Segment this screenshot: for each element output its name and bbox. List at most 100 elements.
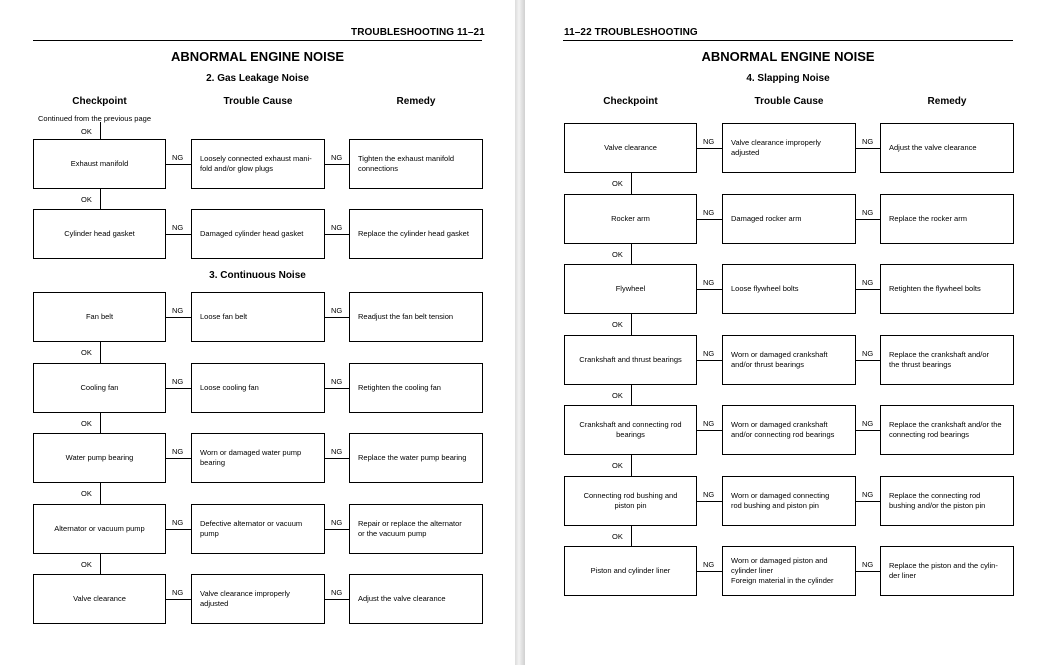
ok-connector: [631, 314, 632, 335]
remedy-text: Replace the cylinder head gasket: [358, 229, 469, 238]
ng-label: NG: [703, 349, 715, 358]
ok-connector: [631, 244, 632, 264]
ng-label: NG: [862, 490, 874, 499]
ng-label: NG: [862, 137, 874, 146]
checkpoint-text: Rocker arm: [611, 214, 650, 223]
trouble-cause-box: Worn or damaged crankshaft and/or connec…: [722, 405, 856, 455]
ok-connector: [100, 189, 101, 209]
ng-connector: [856, 430, 880, 431]
ng-connector: [856, 360, 880, 361]
trouble-cause-box: Damaged cylinder head gasket: [191, 209, 325, 259]
remedy-box: Retighten the cooling fan: [349, 363, 483, 413]
trouble-cause-text: Worn or damaged water pump bearing: [200, 448, 302, 467]
ok-connector: [631, 455, 632, 476]
ng-label: NG: [862, 349, 874, 358]
trouble-cause-text: Damaged rocker arm: [731, 214, 802, 223]
checkpoint-box: Exhaust manifold: [33, 139, 166, 189]
remedy-text: Replace the crankshaft and/or the thrust…: [889, 350, 990, 369]
remedy-box: Replace the rocker arm: [880, 194, 1014, 244]
ng-label: NG: [703, 419, 715, 428]
ok-connector: [631, 385, 632, 405]
ng-connector: [166, 164, 191, 165]
ng-label: NG: [172, 377, 184, 386]
ok-label: OK: [81, 127, 92, 136]
remedy-text: Replace the piston and the cylin- der li…: [889, 561, 998, 580]
checkpoint-text: Fan belt: [85, 312, 114, 321]
remedy-box: Replace the water pump bearing: [349, 433, 483, 483]
checkpoint-text: Valve clearance: [604, 143, 657, 152]
ng-connector: [325, 317, 349, 318]
left-page: TROUBLESHOOTING 11–21 ABNORMAL ENGINE NO…: [0, 0, 515, 665]
ng-connector: [166, 458, 191, 459]
trouble-cause-text: Loose fan belt: [200, 312, 248, 321]
remedy-text: Repair or replace the alternator or the …: [358, 519, 462, 538]
ng-connector: [697, 501, 722, 502]
ok-label: OK: [612, 461, 623, 470]
ng-connector: [166, 234, 191, 235]
trouble-cause-box: Loose cooling fan: [191, 363, 325, 413]
ng-label: NG: [331, 377, 343, 386]
ng-connector: [697, 571, 722, 572]
remedy-text: Retighten the cooling fan: [358, 383, 441, 392]
trouble-cause-box: Worn or damaged crankshaft and/or thrust…: [722, 335, 856, 385]
ng-label: NG: [331, 447, 343, 456]
ok-label: OK: [81, 419, 92, 428]
remedy-text: Adjust the valve clearance: [889, 143, 977, 152]
checkpoint-box: Connecting rod bushing and piston pin: [564, 476, 697, 526]
remedy-text: Replace the connecting rod bushing and/o…: [889, 491, 986, 510]
ng-label: NG: [331, 223, 343, 232]
section-heading: 2. Gas Leakage Noise: [206, 73, 309, 84]
ng-label: NG: [862, 560, 874, 569]
remedy-box: Repair or replace the alternator or the …: [349, 504, 483, 554]
remedy-box: Replace the connecting rod bushing and/o…: [880, 476, 1014, 526]
ok-connector: [100, 554, 101, 574]
checkpoint-text: Piston and cylinder liner: [590, 566, 671, 575]
trouble-cause-box: Worn or damaged connecting rod bushing a…: [722, 476, 856, 526]
ng-label: NG: [703, 560, 715, 569]
ng-connector: [166, 317, 191, 318]
checkpoint-text: Cylinder head gasket: [64, 229, 135, 238]
ok-connector: [631, 173, 632, 194]
section-heading: 3. Continuous Noise: [209, 270, 306, 281]
trouble-cause-box: Defective alternator or vacuum pump: [191, 504, 325, 554]
section-heading: 4. Slapping Noise: [746, 73, 830, 84]
ok-label: OK: [81, 560, 92, 569]
page-title: ABNORMAL ENGINE NOISE: [170, 49, 345, 64]
remedy-text: Retighten the flywheel bolts: [889, 284, 981, 293]
column-remedy: Remedy: [927, 96, 967, 107]
ng-connector: [856, 148, 880, 149]
ok-connector: [100, 413, 101, 433]
ng-connector: [325, 164, 349, 165]
ng-connector: [697, 360, 722, 361]
page-gutter: [515, 0, 525, 665]
checkpoint-box: Piston and cylinder liner: [564, 546, 697, 596]
ng-connector: [325, 388, 349, 389]
checkpoint-text: Crankshaft and thrust bearings: [579, 355, 682, 364]
remedy-box: Replace the crankshaft and/or the connec…: [880, 405, 1014, 455]
trouble-cause-text: Worn or damaged crankshaft and/or connec…: [731, 420, 835, 439]
ng-label: NG: [862, 419, 874, 428]
checkpoint-text: Flywheel: [615, 284, 646, 293]
trouble-cause-box: Damaged rocker arm: [722, 194, 856, 244]
page-header: 11–22 TROUBLESHOOTING: [564, 27, 698, 38]
trouble-cause-text: Worn or damaged connecting rod bushing a…: [731, 491, 830, 510]
ok-label: OK: [612, 320, 623, 329]
remedy-text: Tighten the exhaust manifold connections: [358, 154, 455, 173]
header-rule: [563, 40, 1013, 41]
trouble-cause-text: Loose cooling fan: [200, 383, 259, 392]
ok-connector: [100, 122, 101, 139]
trouble-cause-box: Worn or damaged water pump bearing: [191, 433, 325, 483]
ok-label: OK: [612, 391, 623, 400]
remedy-box: Adjust the valve clearance: [349, 574, 483, 624]
checkpoint-text: Valve clearance: [73, 594, 126, 603]
ng-connector: [325, 458, 349, 459]
ng-label: NG: [703, 278, 715, 287]
checkpoint-text: Water pump bearing: [65, 453, 134, 462]
ng-label: NG: [172, 153, 184, 162]
checkpoint-box: Crankshaft and connecting rod bearings: [564, 405, 697, 455]
ng-connector: [166, 388, 191, 389]
ok-connector: [100, 342, 101, 363]
trouble-cause-text: Loose flywheel bolts: [731, 284, 799, 293]
trouble-cause-text: Worn or damaged piston and cylinder line…: [731, 556, 834, 585]
trouble-cause-box: Valve clearance improperly adjusted: [191, 574, 325, 624]
